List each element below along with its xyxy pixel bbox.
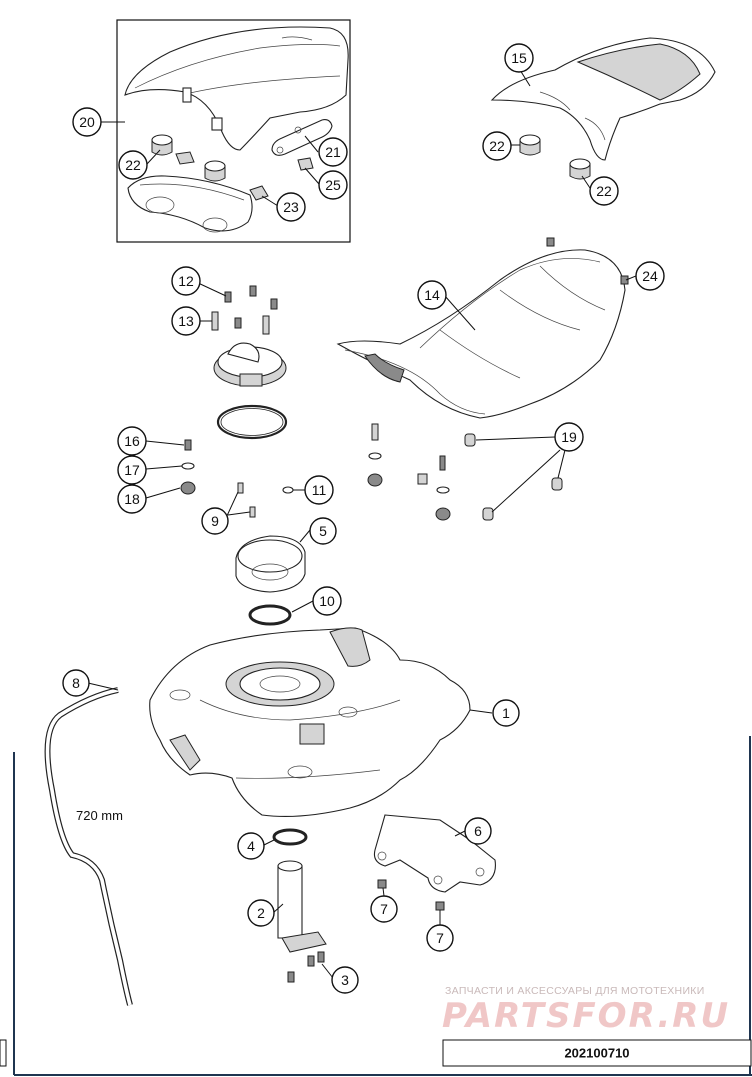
svg-text:12: 12 bbox=[178, 273, 194, 289]
svg-text:5: 5 bbox=[319, 523, 327, 539]
callout-18: 18 bbox=[117, 484, 147, 514]
callout-23: 23 bbox=[276, 192, 306, 222]
svg-text:6: 6 bbox=[474, 823, 482, 839]
callout-2: 2 bbox=[247, 899, 275, 927]
svg-text:7: 7 bbox=[436, 930, 444, 946]
callout-6: 6 bbox=[464, 817, 492, 845]
callout-21: 21 bbox=[318, 137, 348, 167]
frame-corner-box bbox=[0, 1039, 7, 1067]
seat-cowl-lower-part bbox=[127, 175, 253, 233]
callout-14: 14 bbox=[417, 280, 447, 310]
clip-nut-parts bbox=[175, 151, 314, 201]
filler-neck-part bbox=[277, 860, 327, 983]
cap-seal-ring bbox=[216, 404, 288, 440]
svg-text:24: 24 bbox=[642, 268, 658, 284]
hose-length-label: 720 mm bbox=[76, 808, 123, 823]
svg-text:3: 3 bbox=[341, 972, 349, 988]
vent-hose-part bbox=[44, 687, 133, 1006]
flange-gasket bbox=[248, 604, 292, 626]
watermark: ЗАПЧАСТИ И АКСЕССУАРЫ ДЛЯ МОТОТЕХНИКИ PA… bbox=[442, 985, 730, 1036]
svg-text:11: 11 bbox=[312, 482, 327, 498]
svg-text:2: 2 bbox=[257, 905, 265, 921]
drawing-code-box bbox=[442, 1039, 752, 1067]
callout-5: 5 bbox=[309, 517, 337, 545]
leader-lines bbox=[87, 69, 637, 979]
fuel-tank-part bbox=[149, 627, 471, 818]
svg-text:25: 25 bbox=[325, 177, 341, 193]
svg-text:23: 23 bbox=[283, 199, 299, 215]
small-hardware-right bbox=[367, 423, 451, 521]
drawing-code: 202100710 bbox=[564, 1046, 629, 1061]
callout-20: 20 bbox=[72, 107, 102, 137]
callout-7-upper: 7 bbox=[370, 895, 398, 923]
svg-text:17: 17 bbox=[124, 462, 140, 478]
svg-text:20: 20 bbox=[79, 114, 95, 130]
svg-text:14: 14 bbox=[424, 287, 440, 303]
svg-text:22: 22 bbox=[596, 183, 612, 199]
svg-text:9: 9 bbox=[211, 513, 219, 529]
seat-cowl-part bbox=[124, 26, 349, 151]
screws-part bbox=[211, 285, 278, 335]
callout-22-pillion-left: 22 bbox=[482, 131, 512, 161]
svg-text:22: 22 bbox=[125, 157, 141, 173]
svg-text:8: 8 bbox=[72, 675, 80, 691]
callout-1: 1 bbox=[492, 699, 520, 727]
callout-3: 3 bbox=[331, 966, 359, 994]
pillion-buffer-parts bbox=[519, 134, 591, 180]
callout-4: 4 bbox=[237, 832, 265, 860]
svg-text:13: 13 bbox=[178, 313, 194, 329]
svg-text:4: 4 bbox=[247, 838, 255, 854]
rubber-buffer-parts bbox=[151, 134, 226, 182]
callout-12: 12 bbox=[171, 266, 201, 296]
callout-16: 16 bbox=[117, 426, 147, 456]
callout-24: 24 bbox=[635, 261, 665, 291]
svg-text:21: 21 bbox=[325, 144, 341, 160]
tank-bracket-part bbox=[373, 814, 496, 911]
svg-text:18: 18 bbox=[124, 491, 140, 507]
svg-text:16: 16 bbox=[124, 433, 140, 449]
callout-8: 8 bbox=[62, 669, 90, 697]
latch-bracket-part bbox=[271, 119, 333, 156]
watermark-brand: PARTSFOR.RU bbox=[442, 996, 730, 1036]
neck-gasket bbox=[272, 828, 308, 846]
callout-19: 19 bbox=[554, 422, 584, 452]
callout-22-pillion-right: 22 bbox=[589, 176, 619, 206]
callout-17: 17 bbox=[117, 455, 147, 485]
callout-15: 15 bbox=[504, 43, 534, 73]
seat-rubber-mounts bbox=[464, 237, 629, 521]
callout-10: 10 bbox=[312, 586, 342, 616]
callout-7-lower: 7 bbox=[426, 924, 454, 952]
pillion-cover-part bbox=[490, 37, 716, 161]
fuel-cap-part bbox=[213, 342, 287, 387]
svg-text:19: 19 bbox=[561, 429, 577, 445]
inset-frame bbox=[116, 19, 351, 243]
svg-text:22: 22 bbox=[489, 138, 505, 154]
rider-seat-part bbox=[336, 249, 626, 419]
callout-13: 13 bbox=[171, 306, 201, 336]
callout-22-inset: 22 bbox=[118, 150, 148, 180]
svg-text:10: 10 bbox=[319, 593, 335, 609]
callout-9: 9 bbox=[201, 507, 229, 535]
watermark-tagline: ЗАПЧАСТИ И АКСЕССУАРЫ ДЛЯ МОТОТЕХНИКИ bbox=[445, 985, 705, 997]
callout-25: 25 bbox=[318, 170, 348, 200]
svg-text:15: 15 bbox=[511, 50, 527, 66]
svg-text:1: 1 bbox=[502, 705, 510, 721]
callout-11: 11 bbox=[304, 475, 334, 505]
svg-text:7: 7 bbox=[380, 901, 388, 917]
filler-flange-part bbox=[235, 535, 306, 593]
small-hardware-left bbox=[180, 439, 294, 518]
